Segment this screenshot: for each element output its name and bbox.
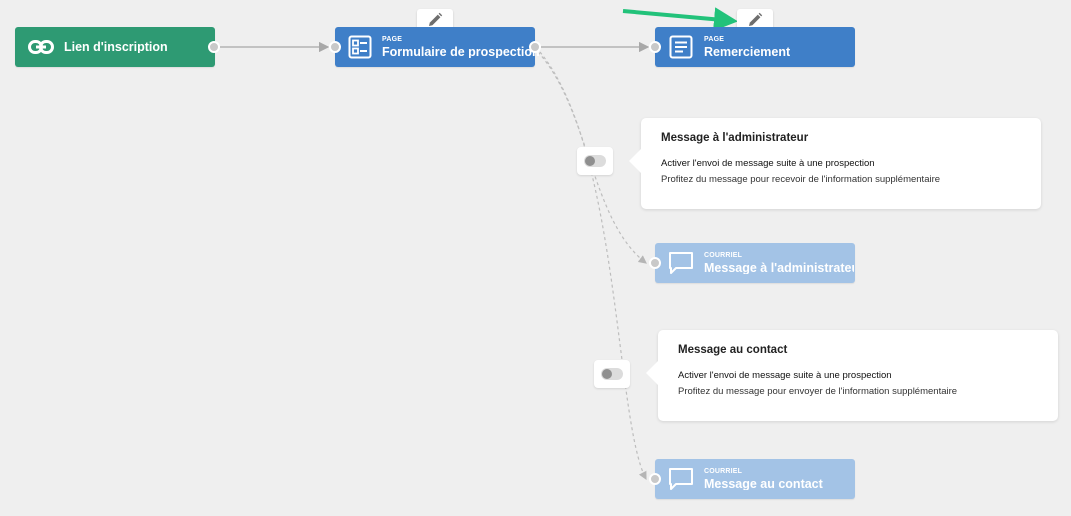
card-enable-text: Activer l'envoi de message suite à une p…	[661, 158, 875, 169]
pencil-icon	[427, 12, 443, 33]
green-arrow-annotation	[622, 7, 738, 32]
toggle-switch[interactable]	[601, 368, 623, 380]
toggle-message-contact[interactable]	[594, 360, 630, 388]
input-port[interactable]	[649, 41, 661, 53]
node-title: Lien d'inscription	[64, 40, 168, 54]
form-icon	[348, 34, 372, 60]
message-icon	[668, 250, 694, 276]
page-icon	[668, 34, 694, 60]
card-enable-text: Activer l'envoi de message suite à une p…	[678, 370, 892, 381]
node-remerciement[interactable]: PAGE Remerciement	[655, 27, 855, 67]
node-title: Formulaire de prospection	[382, 45, 540, 59]
node-title: Remerciement	[704, 45, 791, 59]
output-port[interactable]	[529, 41, 541, 53]
card-description: Profitez du message pour envoyer de l'in…	[678, 386, 958, 397]
link-icon	[28, 34, 54, 60]
input-port[interactable]	[649, 473, 661, 485]
toggle-message-admin[interactable]	[577, 147, 613, 175]
node-kind-label: COURRIEL	[704, 251, 743, 259]
node-title: Message au contact	[704, 477, 823, 491]
card-description: Profitez du message pour recevoir de l'i…	[661, 174, 941, 185]
node-kind-label: PAGE	[704, 35, 725, 43]
node-courriel-contact[interactable]: COURRIEL Message au contact	[655, 459, 855, 499]
node-title: Message à l'administrateur	[704, 261, 854, 275]
input-port[interactable]	[649, 257, 661, 269]
input-port[interactable]	[329, 41, 341, 53]
card-title: Message à l'administrateur	[661, 132, 809, 144]
node-lien-inscription[interactable]: Lien d'inscription	[15, 27, 215, 67]
node-courriel-admin[interactable]: COURRIEL Message à l'administrateur	[655, 243, 855, 283]
connector-formulaire-courriel-contact	[539, 51, 647, 481]
pencil-icon	[747, 12, 763, 33]
connector-formulaire-courriel-admin	[537, 51, 647, 264]
node-kind-label: PAGE	[382, 35, 403, 43]
output-port[interactable]	[208, 41, 220, 53]
node-kind-label: COURRIEL	[704, 467, 743, 475]
card-title: Message au contact	[678, 344, 788, 356]
card-message-admin: Message à l'administrateur Activer l'env…	[629, 118, 1041, 209]
card-message-contact: Message au contact Activer l'envoi de me…	[646, 330, 1058, 421]
message-icon	[668, 466, 694, 492]
toggle-switch[interactable]	[584, 155, 606, 167]
node-formulaire-prospection[interactable]: PAGE Formulaire de prospection	[335, 27, 540, 67]
